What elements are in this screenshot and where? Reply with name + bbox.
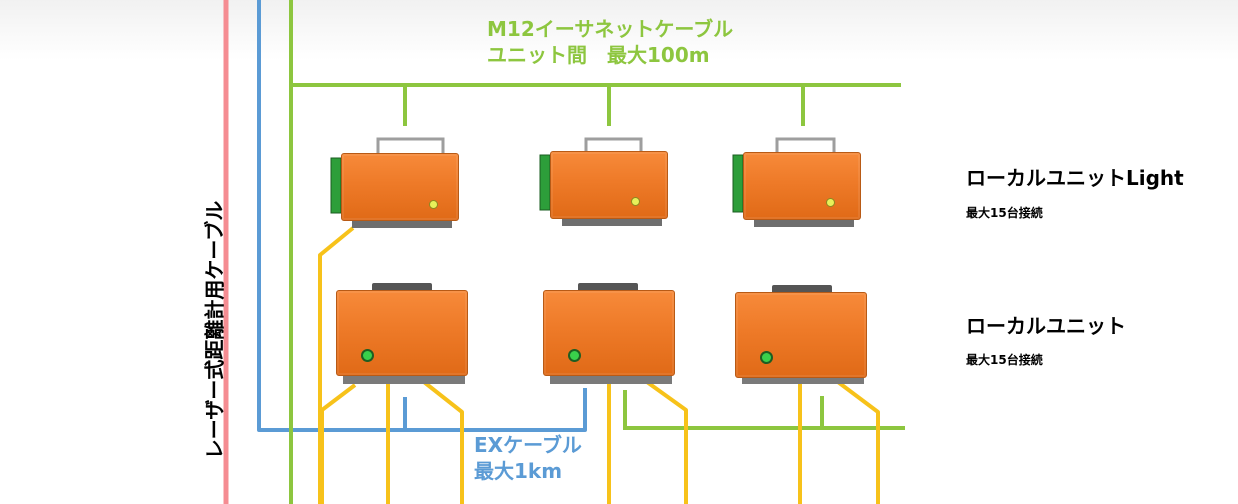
status-led: [826, 198, 835, 207]
m12-cable-trunk: [289, 0, 901, 504]
local-unit-light-1: [341, 153, 459, 221]
ex-cable-limit: 最大1km: [474, 459, 563, 483]
local-unit-light-note: 最大15台接続: [966, 206, 1043, 220]
local-unit-title: ローカルユニット: [966, 314, 1126, 338]
ex-cable-title: EXケーブル: [474, 433, 582, 457]
m12-cable-title: M12イーサネットケーブル: [487, 17, 734, 41]
m12-cable-limit: ユニット間 最大100m: [487, 43, 710, 67]
status-led: [361, 349, 374, 362]
local-unit-note: 最大15台接続: [966, 353, 1043, 367]
local-unit-light-2: [550, 151, 668, 219]
unit-details: [343, 283, 864, 384]
local-unit-light-3: [743, 152, 861, 220]
ex-cable-label: EXケーブル 最大1km: [474, 432, 582, 484]
local-unit-light-title: ローカルユニットLight: [966, 166, 1184, 190]
m12-cable-bottom: [623, 390, 905, 430]
m12-cable-label: M12イーサネットケーブル ユニット間 最大100m: [487, 16, 733, 68]
status-led: [631, 197, 640, 206]
ex-cable-line: [257, 0, 587, 432]
laser-cable-label: レーザー式距離計用ケーブル: [202, 200, 227, 460]
status-led: [568, 349, 581, 362]
local-unit-3: [735, 292, 867, 378]
status-led: [429, 200, 438, 209]
local-unit-2: [543, 290, 675, 376]
local-unit-1: [336, 290, 468, 376]
status-led: [760, 351, 773, 364]
power-cables: [318, 226, 880, 504]
